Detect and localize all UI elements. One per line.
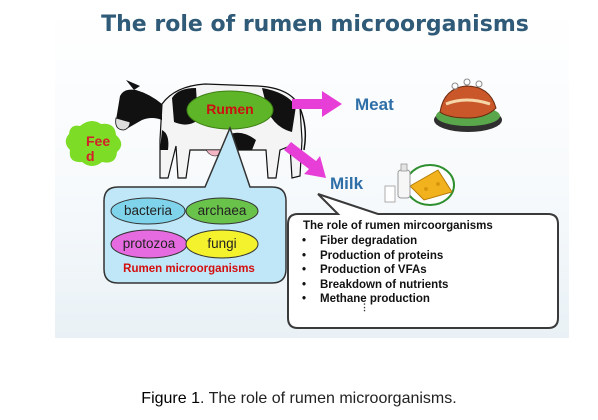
rumen-label: Rumen xyxy=(206,101,254,117)
role-item: Breakdown of nutrients xyxy=(302,278,448,293)
continuation-dots: ⋮ xyxy=(360,302,369,312)
feed-label: Fee d xyxy=(86,133,111,164)
feed-blob xyxy=(65,120,122,166)
cow-head xyxy=(116,89,162,129)
role-item: Methane production xyxy=(302,292,448,307)
role-item: Fiber degradation xyxy=(302,234,448,249)
bacteria-oval xyxy=(110,197,186,225)
protozoa-label: protozoa xyxy=(122,236,176,251)
milk-picture xyxy=(384,163,455,206)
archaea-label: archaea xyxy=(197,203,247,218)
bacteria-label: bacteria xyxy=(123,203,173,218)
cow-patch xyxy=(262,88,296,132)
cow-patch xyxy=(160,130,169,150)
arrow-to-milk xyxy=(284,142,326,178)
fungi-label: fungi xyxy=(207,236,237,251)
figure-caption-text: . The role of rumen microorganisms. xyxy=(200,390,457,407)
archaea-oval xyxy=(185,197,259,225)
figure-caption: Figure 1. The role of rumen microorganis… xyxy=(0,390,598,408)
cow-muzzle xyxy=(115,117,131,131)
cow-tail xyxy=(299,107,307,151)
roles-title: The role of rumen mircoorganisms xyxy=(303,220,493,232)
cow-ear xyxy=(126,80,140,90)
meat-picture xyxy=(434,78,502,132)
fungi-oval xyxy=(185,229,259,259)
slide-title: The role of rumen microorganisms xyxy=(101,12,529,37)
role-item: Production of proteins xyxy=(302,249,448,264)
milk-label: Milk xyxy=(330,174,364,193)
microbes-caption: Rumen microorganisms xyxy=(123,263,255,275)
figure-label: Figure 1 xyxy=(141,390,200,407)
roles-list: Fiber degradation Production of proteins… xyxy=(302,234,448,307)
arrow-to-meat xyxy=(292,91,342,117)
role-item: Production of VFAs xyxy=(302,263,448,278)
meat-label: Meat xyxy=(355,95,394,114)
